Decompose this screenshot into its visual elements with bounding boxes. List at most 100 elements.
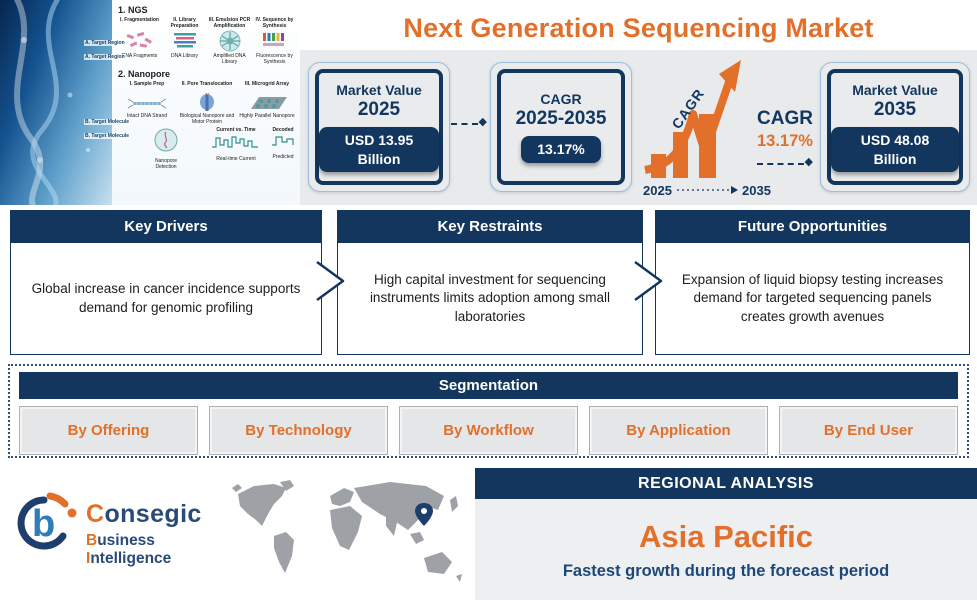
nanopore-step-caption: Highly Parallel Nanopore bbox=[239, 113, 295, 119]
chevron-right-icon bbox=[316, 260, 345, 302]
ngs-steps-grid: I. Fragmentation DNA Fragments II. Libr bbox=[118, 17, 296, 65]
nanopore-steps-grid: I. Sample Prep bbox=[118, 81, 296, 125]
brand-letters: ntelligence bbox=[90, 550, 172, 567]
cagr-label: CAGR bbox=[540, 91, 582, 108]
segment-by-technology: By Technology bbox=[209, 406, 388, 455]
segmentation-items: By Offering By Technology By Workflow By… bbox=[19, 406, 958, 455]
region-subtitle: Fastest growth during the forecast perio… bbox=[562, 561, 890, 580]
ngs-section-heading: 1. NGS bbox=[118, 5, 148, 15]
nanopore-step-label: III. Microgrid Array bbox=[245, 81, 289, 87]
segmentation-section: Segmentation By Offering By Technology B… bbox=[8, 364, 969, 458]
current-chart-caption: Real-time Current bbox=[216, 156, 256, 162]
future-opportunities-text: Expansion of liquid biopsy testing incre… bbox=[655, 243, 970, 355]
cagr-period: 2025-2035 bbox=[515, 108, 607, 130]
dna-fragments-icon bbox=[125, 29, 155, 53]
market-value-2025-card: Market Value 2025 USD 13.95 Billion bbox=[308, 62, 450, 192]
world-map bbox=[232, 480, 462, 582]
decoded-block: Decoded Predicted bbox=[270, 127, 296, 160]
ngs-step-label: III. Emulsion PCR Amplification bbox=[208, 17, 251, 29]
ngs-step-caption: DNA Fragments bbox=[121, 53, 158, 59]
ngs-step-caption: Fluorescence by Synthesis bbox=[256, 53, 293, 65]
market-value-2035-inner: Market Value 2035 USD 48.08 Billion bbox=[827, 69, 963, 185]
growth-start-year: 2025 bbox=[643, 183, 672, 198]
brand-letters: usiness bbox=[97, 532, 155, 549]
dashed-line bbox=[757, 162, 804, 165]
brand-letter: B bbox=[86, 532, 98, 549]
segment-by-end-user: By End User bbox=[779, 406, 958, 455]
dna-strand-icon bbox=[127, 93, 167, 113]
future-opportunities-card: Future Opportunities Expansion of liquid… bbox=[655, 210, 970, 355]
microgrid-array-icon bbox=[245, 93, 289, 113]
brand-letters: onsegic bbox=[104, 500, 202, 528]
nanopore-detection-caption: Nanopore Detection bbox=[155, 158, 177, 170]
market-value-year: 2025 bbox=[357, 99, 401, 121]
chevron-right-icon bbox=[634, 260, 663, 302]
ngs-step-caption: Amplified DNA Library bbox=[213, 53, 246, 65]
dashed-line bbox=[451, 122, 478, 125]
growth-end-year: 2035 bbox=[742, 183, 771, 198]
sequencing-by-synthesis-icon bbox=[261, 29, 289, 53]
decoded-label: Decoded bbox=[272, 127, 294, 133]
future-opportunities-header: Future Opportunities bbox=[655, 210, 970, 243]
target-region-label: A. Target Region bbox=[84, 54, 126, 60]
svg-text:b: b bbox=[32, 503, 55, 545]
dna-library-icon bbox=[172, 29, 198, 53]
growth-cagr-callout: CAGR 13.17% ◆ bbox=[757, 108, 821, 169]
nanopore-step-column: I. Sample Prep bbox=[118, 81, 176, 125]
nanopore-detection-block: Nanopore Detection bbox=[144, 127, 188, 170]
sequencing-workflow-diagram: 1. NGS I. Fragmentation DNA Fragments bbox=[112, 0, 300, 205]
regional-analysis-body: Asia Pacific Fastest growth during the f… bbox=[475, 499, 977, 600]
decoded-trace-icon bbox=[272, 136, 294, 146]
market-value-label: Market Value bbox=[852, 82, 938, 99]
current-trace-icon bbox=[212, 136, 258, 148]
consegic-logo-text: Consegic Business Intelligence bbox=[86, 500, 227, 568]
page-title: Next Generation Sequencing Market bbox=[403, 13, 874, 43]
diamond-arrow-icon: ◆ bbox=[804, 156, 813, 168]
nanopore-step-label: II. Pore Translocation bbox=[181, 81, 233, 87]
ngs-step-caption: DNA Library bbox=[171, 53, 198, 59]
brand-tagline: Business Intelligence bbox=[86, 532, 227, 568]
cagr-card: CAGR 2025-2035 13.17% bbox=[490, 62, 632, 192]
pcr-amplification-icon bbox=[217, 29, 243, 53]
nanopore-step-column: II. Pore Translocation Biological Nanopo… bbox=[178, 81, 236, 125]
market-value-2025-inner: Market Value 2025 USD 13.95 Billion bbox=[315, 69, 443, 185]
brand-letter: C bbox=[86, 500, 105, 528]
dashed-connector: ◆ bbox=[757, 156, 813, 169]
dna-helix-image bbox=[0, 0, 118, 205]
target-region-label: A. Target Region bbox=[84, 40, 126, 46]
key-drivers-header: Key Drivers bbox=[10, 210, 322, 243]
nanopore-readout-row: Nanopore Detection Current vs. Time Real… bbox=[118, 127, 296, 170]
predicted-label: Predicted bbox=[272, 154, 294, 160]
nanopore-section-heading: 2. Nanopore bbox=[118, 69, 171, 79]
biological-nanopore-icon bbox=[197, 93, 217, 113]
dna-helix-curves-icon bbox=[13, 0, 90, 205]
dashed-connector: ◆ bbox=[451, 116, 487, 129]
target-molecule-label: B. Target Molecule bbox=[84, 133, 131, 139]
growth-cagr-value: 13.17% bbox=[757, 132, 813, 150]
key-restraints-header: Key Restraints bbox=[337, 210, 643, 243]
cagr-value: 13.17% bbox=[521, 136, 601, 163]
growth-cagr-label: CAGR bbox=[757, 108, 813, 129]
brand-name: Consegic bbox=[86, 500, 227, 529]
growth-chart-icon: CAGR 2025 2035 bbox=[643, 60, 771, 198]
hero-sequencing-illustration: 1. NGS I. Fragmentation DNA Fragments bbox=[0, 0, 300, 205]
ngs-step-column: I. Fragmentation DNA Fragments bbox=[118, 17, 161, 65]
ngs-step-column: IV. Sequence by Synthesis Fluorescence b… bbox=[253, 17, 296, 65]
map-pin-icon bbox=[415, 503, 433, 526]
consegic-logo-icon: b bbox=[17, 492, 77, 550]
regional-analysis-header: REGIONAL ANALYSIS bbox=[475, 468, 977, 499]
nanopore-step-caption: Intact DNA Strand bbox=[126, 113, 168, 119]
segment-by-application: By Application bbox=[589, 406, 768, 455]
current-vs-time-block: Current vs. Time Real-time Current bbox=[210, 127, 262, 162]
market-value-2035-card: Market Value 2035 USD 48.08 Billion bbox=[820, 62, 970, 192]
segment-by-offering: By Offering bbox=[19, 406, 198, 455]
key-drivers-card: Key Drivers Global increase in cancer in… bbox=[10, 210, 322, 355]
market-value-2025-amount: USD 13.95 Billion bbox=[319, 127, 439, 172]
segmentation-header: Segmentation bbox=[19, 372, 958, 399]
diamond-arrow-icon: ◆ bbox=[478, 116, 487, 128]
segment-by-workflow: By Workflow bbox=[399, 406, 578, 455]
nanopore-step-label: I. Sample Prep bbox=[129, 81, 165, 87]
consegic-logo: b Consegic Business Intelligence bbox=[12, 488, 227, 572]
key-restraints-card: Key Restraints High capital investment f… bbox=[337, 210, 643, 355]
